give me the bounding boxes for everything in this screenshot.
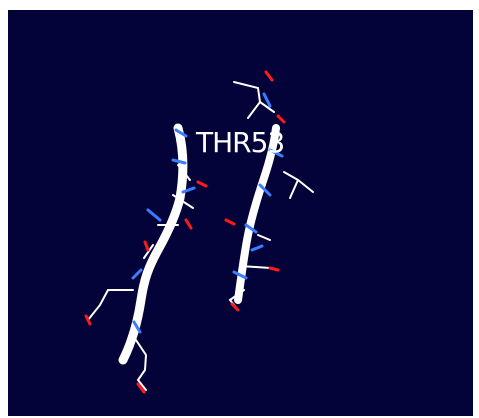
viewer-background [8,10,473,416]
molecule-3d-view[interactable]: THR53 [8,10,473,416]
right-nitrogen-bonds [232,92,284,280]
left-backbone-strand [118,123,188,365]
left-oxygen-atoms [84,180,208,394]
residue-label: THR53 [195,126,284,159]
left-side-chains [87,164,194,391]
right-oxygen-atoms [224,70,286,312]
molecule-viewer-canvas[interactable]: THR53 [8,10,473,416]
left-nitrogen-bonds [131,128,196,334]
